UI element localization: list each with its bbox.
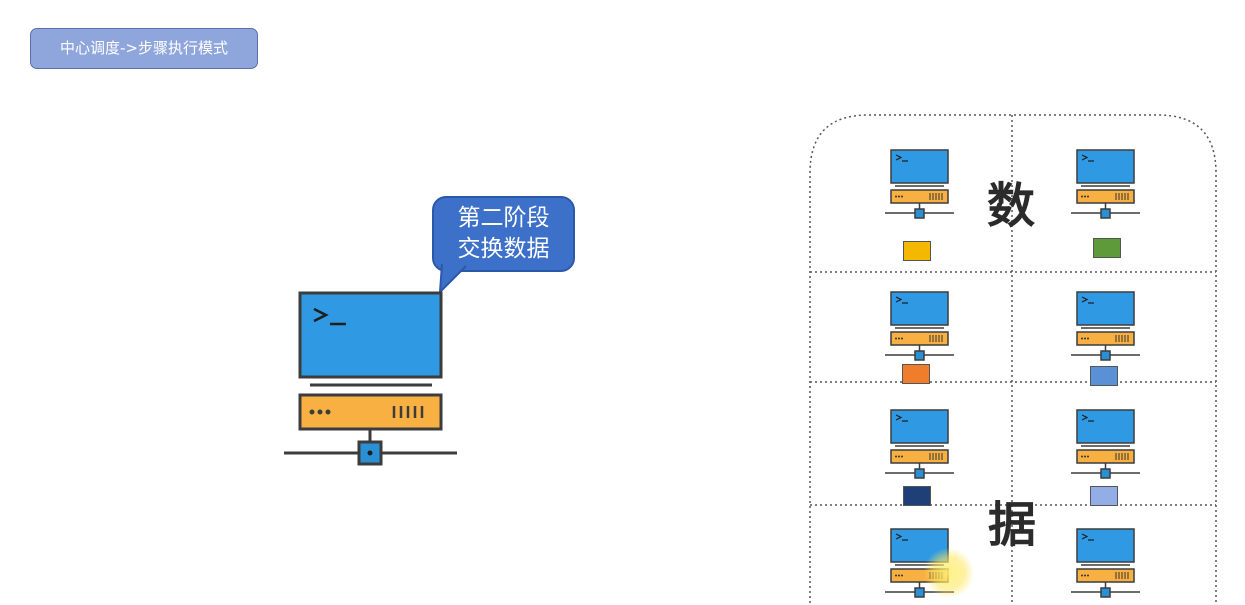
cursor-highlight <box>924 548 974 598</box>
data-block-4 <box>1090 366 1118 386</box>
bubble-line-1: 第二阶段 <box>457 205 550 231</box>
mode-badge: 中心调度->步骤执行模式 <box>30 28 258 69</box>
cluster-server-8 <box>1071 528 1140 598</box>
server-cluster <box>809 114 1217 605</box>
monitor-screen <box>298 291 443 379</box>
cluster-server-4 <box>1071 291 1140 361</box>
cluster-server-2 <box>1071 149 1140 219</box>
cluster-server-6 <box>1071 409 1140 479</box>
data-block-6 <box>1090 486 1118 506</box>
big-char-top: 数 <box>987 178 1036 234</box>
data-block-1 <box>903 241 931 261</box>
cluster-server-1 <box>885 149 954 219</box>
data-block-2 <box>1093 238 1121 258</box>
main-server <box>284 291 457 466</box>
bubble-line-2: 交换数据 <box>457 236 550 262</box>
cluster-server-5 <box>885 409 954 479</box>
terminal-prompt-icon <box>313 307 346 326</box>
server-base <box>298 393 443 431</box>
big-char-bottom: 据 <box>988 497 1037 553</box>
data-block-5 <box>903 486 931 506</box>
data-block-3 <box>902 364 930 384</box>
cluster-server-3 <box>885 291 954 361</box>
speech-bubble: 第二阶段 交换数据 <box>432 196 575 272</box>
